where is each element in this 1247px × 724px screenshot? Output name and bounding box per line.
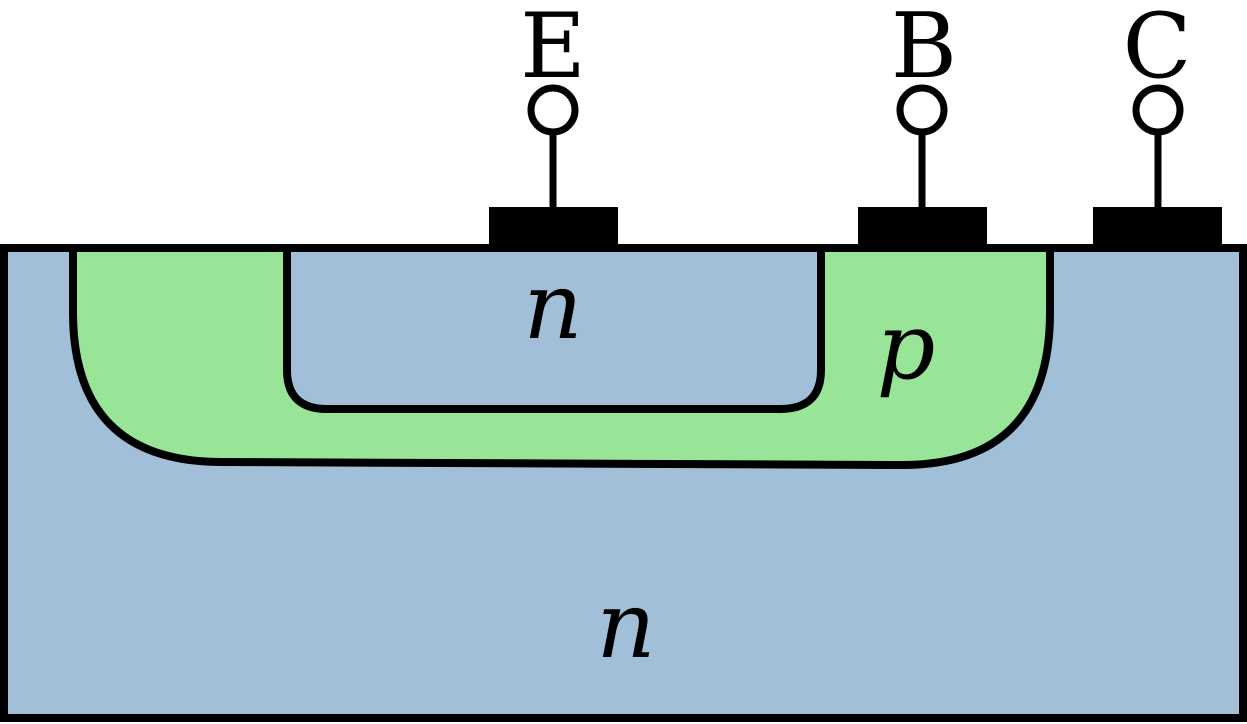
collector-region-label: n <box>596 572 655 679</box>
base-region-label: p <box>877 293 936 400</box>
emitter-terminal-circle <box>527 84 579 136</box>
emitter-n-region <box>283 244 825 413</box>
emitter-contact <box>489 207 618 249</box>
emitter-region-label: n <box>523 253 582 360</box>
collector-terminal-circle <box>1132 84 1184 136</box>
collector-contact <box>1093 207 1222 249</box>
base-terminal-circle <box>896 84 948 136</box>
collector-terminal-label: C <box>1123 0 1192 99</box>
emitter-terminal-label: E <box>520 0 586 99</box>
base-terminal-label: B <box>891 0 957 99</box>
base-contact <box>858 207 987 249</box>
